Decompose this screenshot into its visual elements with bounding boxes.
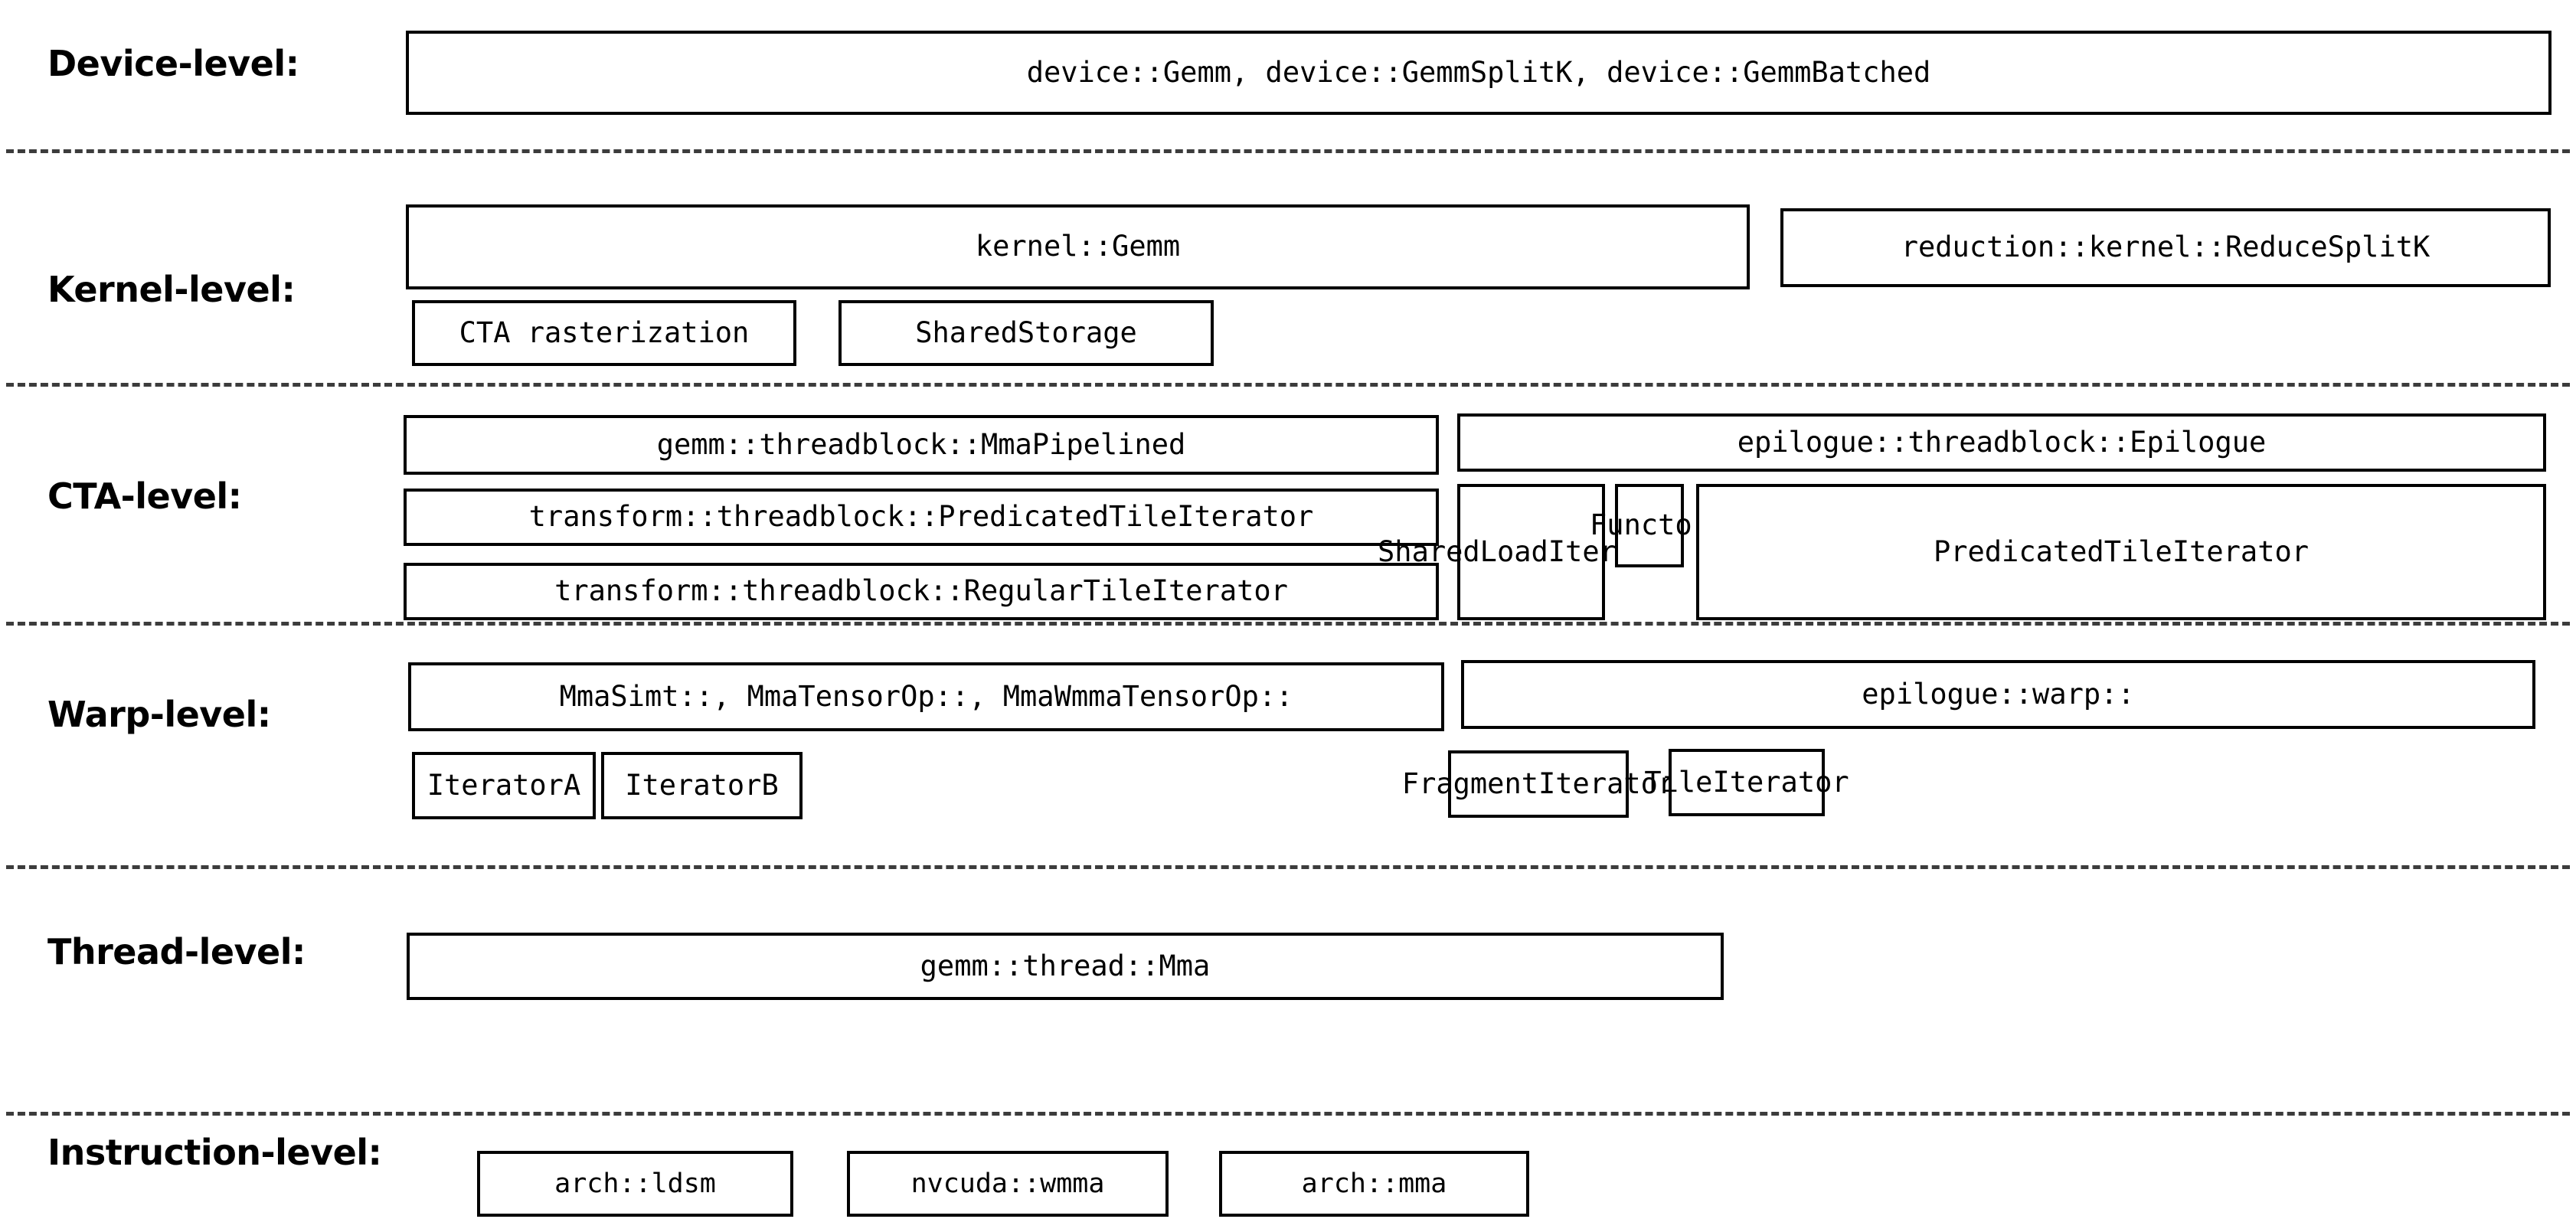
iterator-b-box[interactable]: IteratorB [601,752,803,819]
separator-thread-instruction [6,1112,2570,1116]
sharedloaditerator-box[interactable]: SharedLoadIterator [1378,484,1685,620]
epilogue-warp-box[interactable]: epilogue::warp:: [1461,660,2535,729]
level-label-thread: Thread-level: [47,931,306,972]
nvcuda-wmma-box[interactable]: nvcuda::wmma [847,1151,1169,1217]
arch-ldsm-box[interactable]: arch::ldsm [477,1151,793,1217]
epilogue-threadblock-epilogue-box[interactable]: epilogue::threadblock::Epilogue [1457,413,2546,472]
separator-warp-thread [6,865,2570,869]
fragmentiterator-box[interactable]: FragmentIterator [1402,750,1675,818]
iterator-a-box[interactable]: IteratorA [412,752,596,819]
tileiterator-box[interactable]: TileIterator [1644,749,1849,816]
warp-mma-variants-box[interactable]: MmaSimt::, MmaTensorOp::, MmaWmmaTensorO… [408,662,1444,731]
reduction-kernel-reducesplitk-box[interactable]: reduction::kernel::ReduceSplitK [1780,208,2551,287]
level-label-warp: Warp-level: [47,694,271,735]
transform-threadblock-predicatedtileiterator-box[interactable]: transform::threadblock::PredicatedTileIt… [404,489,1439,546]
level-label-cta: CTA-level: [47,476,242,517]
separator-kernel-cta [6,383,2570,387]
predicatedtileiterator-box[interactable]: PredicatedTileIterator [1696,484,2546,620]
gemm-thread-mma-box[interactable]: gemm::thread::Mma [407,933,1724,1000]
kernel-gemm-box[interactable]: kernel::Gemm [406,204,1750,289]
gemm-threadblock-mmapipelined-box[interactable]: gemm::threadblock::MmaPipelined [404,415,1439,475]
shared-storage-box[interactable]: SharedStorage [839,300,1214,366]
device-gemm-box[interactable]: device::Gemm, device::GemmSplitK, device… [406,31,2551,115]
functor-box[interactable]: Functor [1590,484,1709,567]
cta-rasterization-box[interactable]: CTA rasterization [412,300,796,366]
level-label-device: Device-level: [47,43,299,84]
level-label-kernel: Kernel-level: [47,269,296,310]
level-label-instruction: Instruction-level: [47,1132,382,1173]
arch-mma-box[interactable]: arch::mma [1219,1151,1529,1217]
separator-cta-warp [6,622,2570,626]
transform-threadblock-regulartileiterator-box[interactable]: transform::threadblock::RegularTileItera… [404,563,1439,620]
separator-device-kernel [6,149,2570,153]
